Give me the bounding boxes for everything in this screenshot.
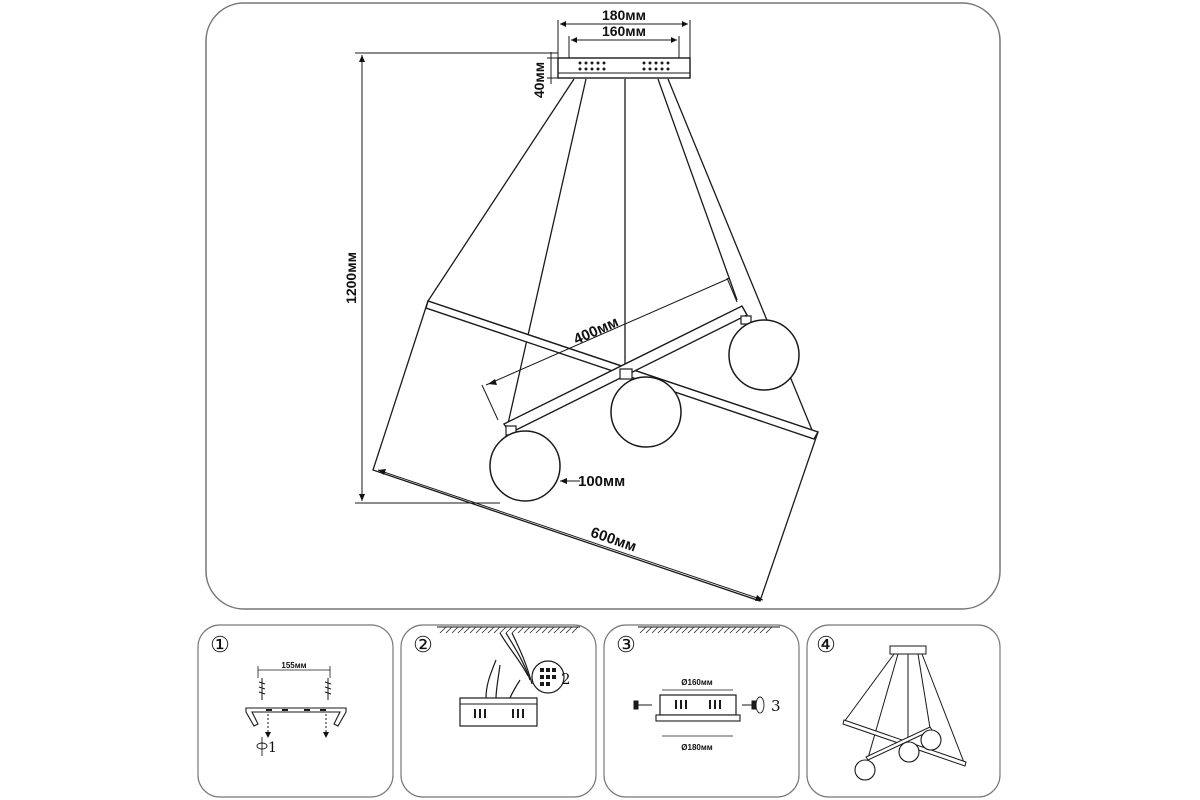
step-3-panel: ③ Ø160мм 3 Ø180мм xyxy=(603,624,800,798)
dimension-160: 160мм xyxy=(568,23,680,58)
globe-lamps xyxy=(489,315,800,502)
step-4-panel: ④ xyxy=(806,624,1001,798)
dimension-100-label: 100мм xyxy=(578,473,625,490)
dimension-40-label: 40мм xyxy=(531,62,547,98)
step-3-callout: 3 xyxy=(771,697,781,715)
dimension-180-label: 180мм xyxy=(602,7,646,23)
dimension-180: 180мм xyxy=(557,7,691,58)
main-panel xyxy=(205,2,1001,610)
step-1-callout: 1 xyxy=(268,740,277,756)
step-2-callout: 2 xyxy=(561,670,571,688)
ceiling-canopy xyxy=(557,57,691,79)
step-2-panel: ② 2 xyxy=(400,624,597,798)
step-1-number: ① xyxy=(210,633,230,658)
step-2-number: ② xyxy=(413,633,433,658)
step-4-number: ④ xyxy=(816,633,836,658)
step-3-number: ③ xyxy=(616,633,636,658)
dimension-40: 40мм xyxy=(531,52,558,98)
dimension-100: 100мм xyxy=(560,473,625,490)
globe-left xyxy=(489,430,561,502)
globe-right xyxy=(728,319,800,391)
dimension-160-label: 160мм xyxy=(602,23,646,39)
dimension-1200-label: 1200мм xyxy=(343,252,359,304)
step-1-panel: ① 155мм 1 xyxy=(197,624,394,798)
step-3-dimension-top: Ø160мм xyxy=(681,678,712,687)
dimension-1200: 1200мм xyxy=(343,52,558,504)
globe-center xyxy=(610,376,682,448)
step-1-dimension: 155мм xyxy=(281,661,306,670)
step-3-dimension-bottom: Ø180мм xyxy=(681,743,712,752)
